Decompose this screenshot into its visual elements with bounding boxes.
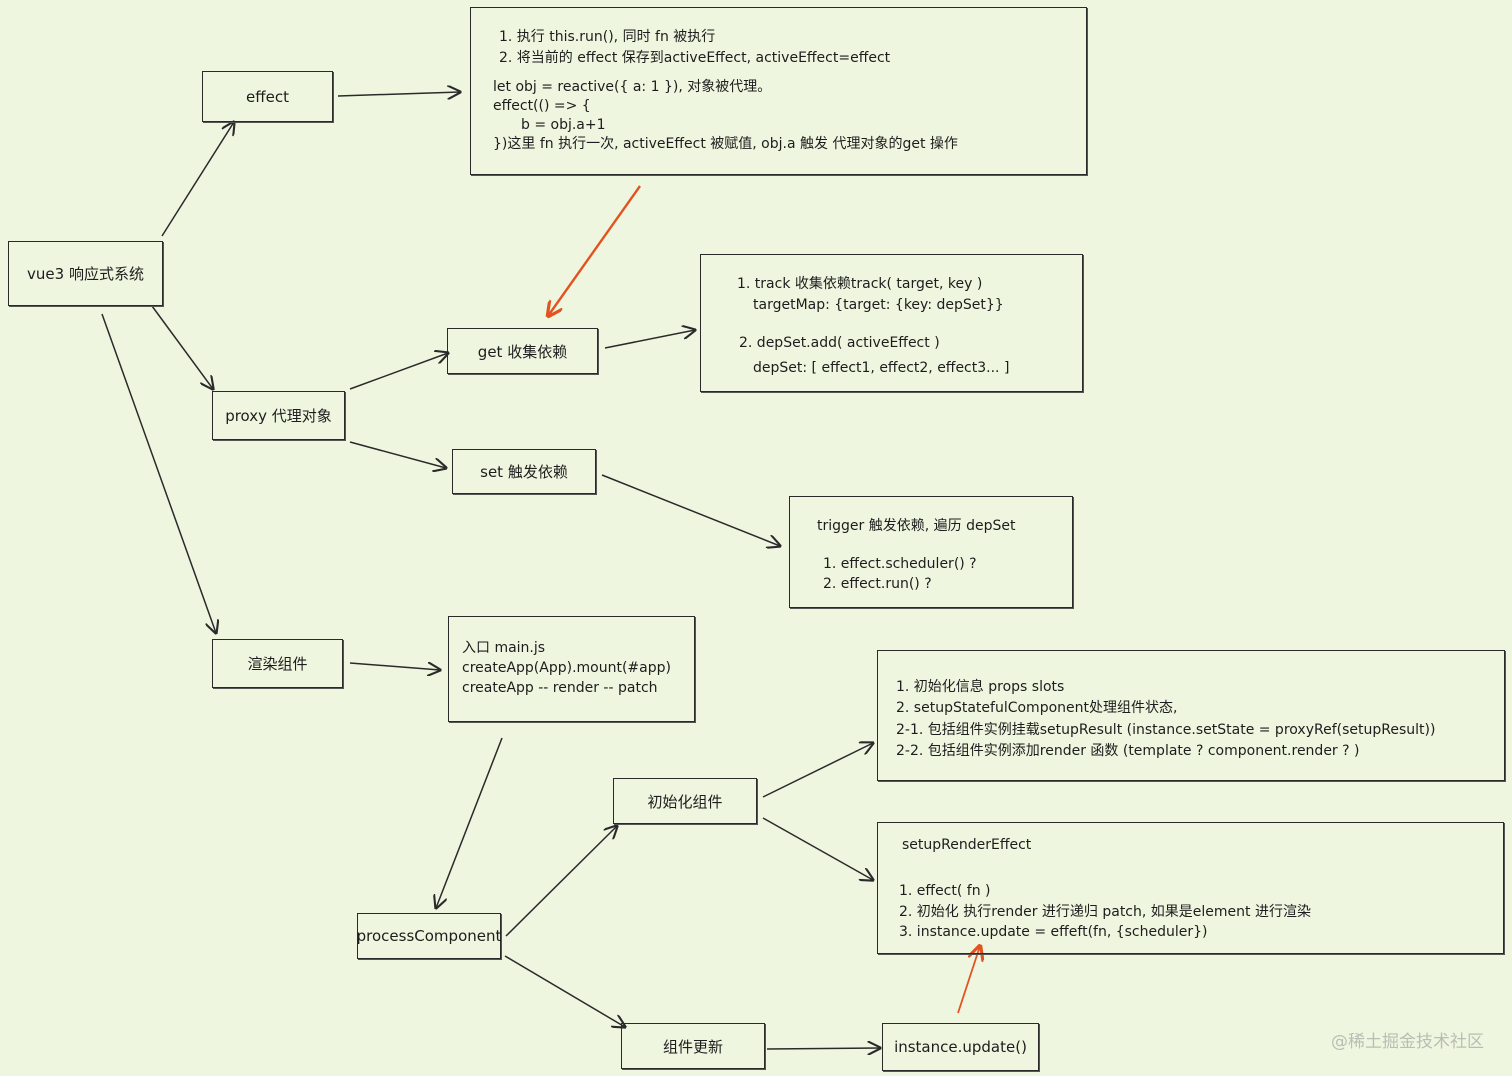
node-init-component: 初始化组件 (613, 778, 757, 824)
note-effect-line-5: b = obj.a+1 (521, 117, 606, 133)
note-main-line-2: createApp(App).mount(#app) (462, 660, 671, 676)
arrow-effect-to-get-highlight (548, 185, 641, 316)
node-init-component-label: 初始化组件 (647, 792, 723, 811)
node-get-label: get 收集依赖 (477, 342, 568, 361)
note-track: 1. track 收集依赖track( target, key ) target… (700, 254, 1083, 392)
note-render-effect-line-3: 2. 初始化 执行render 进行递归 patch, 如果是element 进… (899, 904, 1311, 920)
note-effect-line-2: 2. 将当前的 effect 保存到activeEffect, activeEf… (499, 50, 891, 66)
note-setup-render-effect: setupRenderEffect 1. effect( fn ) 2. 初始化… (877, 822, 1504, 954)
node-get: get 收集依赖 (447, 328, 598, 374)
note-track-line-4: depSet: [ effect1, effect2, effect3... ] (753, 360, 1010, 376)
note-render-effect-line-2: 1. effect( fn ) (899, 883, 991, 899)
arrow-set-trigger (601, 474, 780, 546)
note-effect-line-4: effect(() => { (493, 98, 591, 114)
note-trigger-line-2: 1. effect.scheduler() ? (823, 556, 977, 572)
note-effect-line-1: 1. 执行 this.run(), 同时 fn 被执行 (499, 29, 716, 45)
node-component-update-label: 组件更新 (662, 1037, 723, 1056)
node-set-label: set 触发依赖 (480, 463, 568, 481)
note-trigger-line-3: 2. effect.run() ? (823, 576, 932, 592)
note-trigger-line-1: trigger 触发依赖, 遍历 depSet (817, 518, 1016, 534)
node-render: 渲染组件 (212, 639, 343, 688)
arrow-proxy-get (349, 353, 448, 390)
note-main-js: 入口 main.js createApp(App).mount(#app) cr… (448, 616, 695, 722)
note-init-component: 1. 初始化信息 props slots 2. setupStatefulCom… (877, 650, 1505, 781)
watermark: @稀土掘金技术社区 (1331, 1032, 1484, 1052)
note-track-line-2: targetMap: {target: {key: depSet}} (753, 297, 1004, 313)
note-render-effect-line-4: 3. instance.update = effeft(fn, {schedul… (899, 924, 1208, 940)
arrow-vue3-render (101, 313, 216, 633)
arrow-init-rendereffect (762, 817, 873, 880)
node-effect-label: effect (246, 87, 289, 106)
node-render-label: 渲染组件 (247, 655, 308, 673)
node-instance-update: instance.update() (882, 1023, 1039, 1071)
arrow-process-init (505, 826, 617, 937)
node-process-component-label: processComponent (356, 927, 502, 945)
node-component-update: 组件更新 (621, 1023, 765, 1069)
note-init-line-4: 2-2. 包括组件实例添加render 函数 (template ? compo… (896, 743, 1360, 759)
note-track-line-1: 1. track 收集依赖track( target, key ) (737, 276, 983, 292)
arrow-init-initnote (762, 743, 873, 798)
node-proxy-label: proxy 代理对象 (225, 407, 332, 425)
arrow-vue3-proxy (151, 305, 213, 389)
note-main-line-1: 入口 main.js (462, 640, 546, 656)
note-effect: 1. 执行 this.run(), 同时 fn 被执行 2. 将当前的 effe… (470, 7, 1087, 175)
note-effect-line-3: let obj = reactive({ a: 1 }), 对象被代理。 (493, 79, 772, 95)
node-effect: effect (202, 71, 333, 122)
node-set: set 触发依赖 (452, 449, 596, 494)
node-vue3: vue3 响应式系统 (8, 241, 163, 306)
arrow-process-update (504, 955, 625, 1027)
note-track-line-3: 2. depSet.add( activeEffect ) (739, 335, 940, 351)
note-init-line-1: 1. 初始化信息 props slots (896, 679, 1065, 695)
arrow-main-process (436, 737, 503, 908)
arrow-render-main (349, 663, 440, 670)
arrow-update-instance (766, 1048, 880, 1049)
node-proxy: proxy 代理对象 (212, 391, 345, 440)
note-trigger: trigger 触发依赖, 遍历 depSet 1. effect.schedu… (789, 496, 1073, 608)
note-init-line-2: 2. setupStatefulComponent处理组件状态, (896, 700, 1178, 716)
note-init-line-3: 2-1. 包括组件实例挂载setupResult (instance.setSt… (896, 722, 1436, 738)
arrow-proxy-set (349, 441, 446, 468)
node-process-component: processComponent (357, 913, 501, 959)
arrow-instance-to-rendereffect-highlight (957, 946, 980, 1014)
note-main-line-3: createApp -- render -- patch (462, 680, 658, 696)
note-effect-line-6: })这里 fn 执行一次, activeEffect 被赋值, obj.a 触发… (493, 136, 958, 152)
arrow-effect-note (337, 92, 460, 96)
note-render-effect-line-1: setupRenderEffect (902, 837, 1032, 853)
arrow-get-track (604, 330, 695, 349)
node-instance-update-label: instance.update() (894, 1038, 1027, 1056)
node-vue3-label: vue3 响应式系统 (27, 265, 144, 283)
arrow-vue3-effect (161, 122, 234, 237)
